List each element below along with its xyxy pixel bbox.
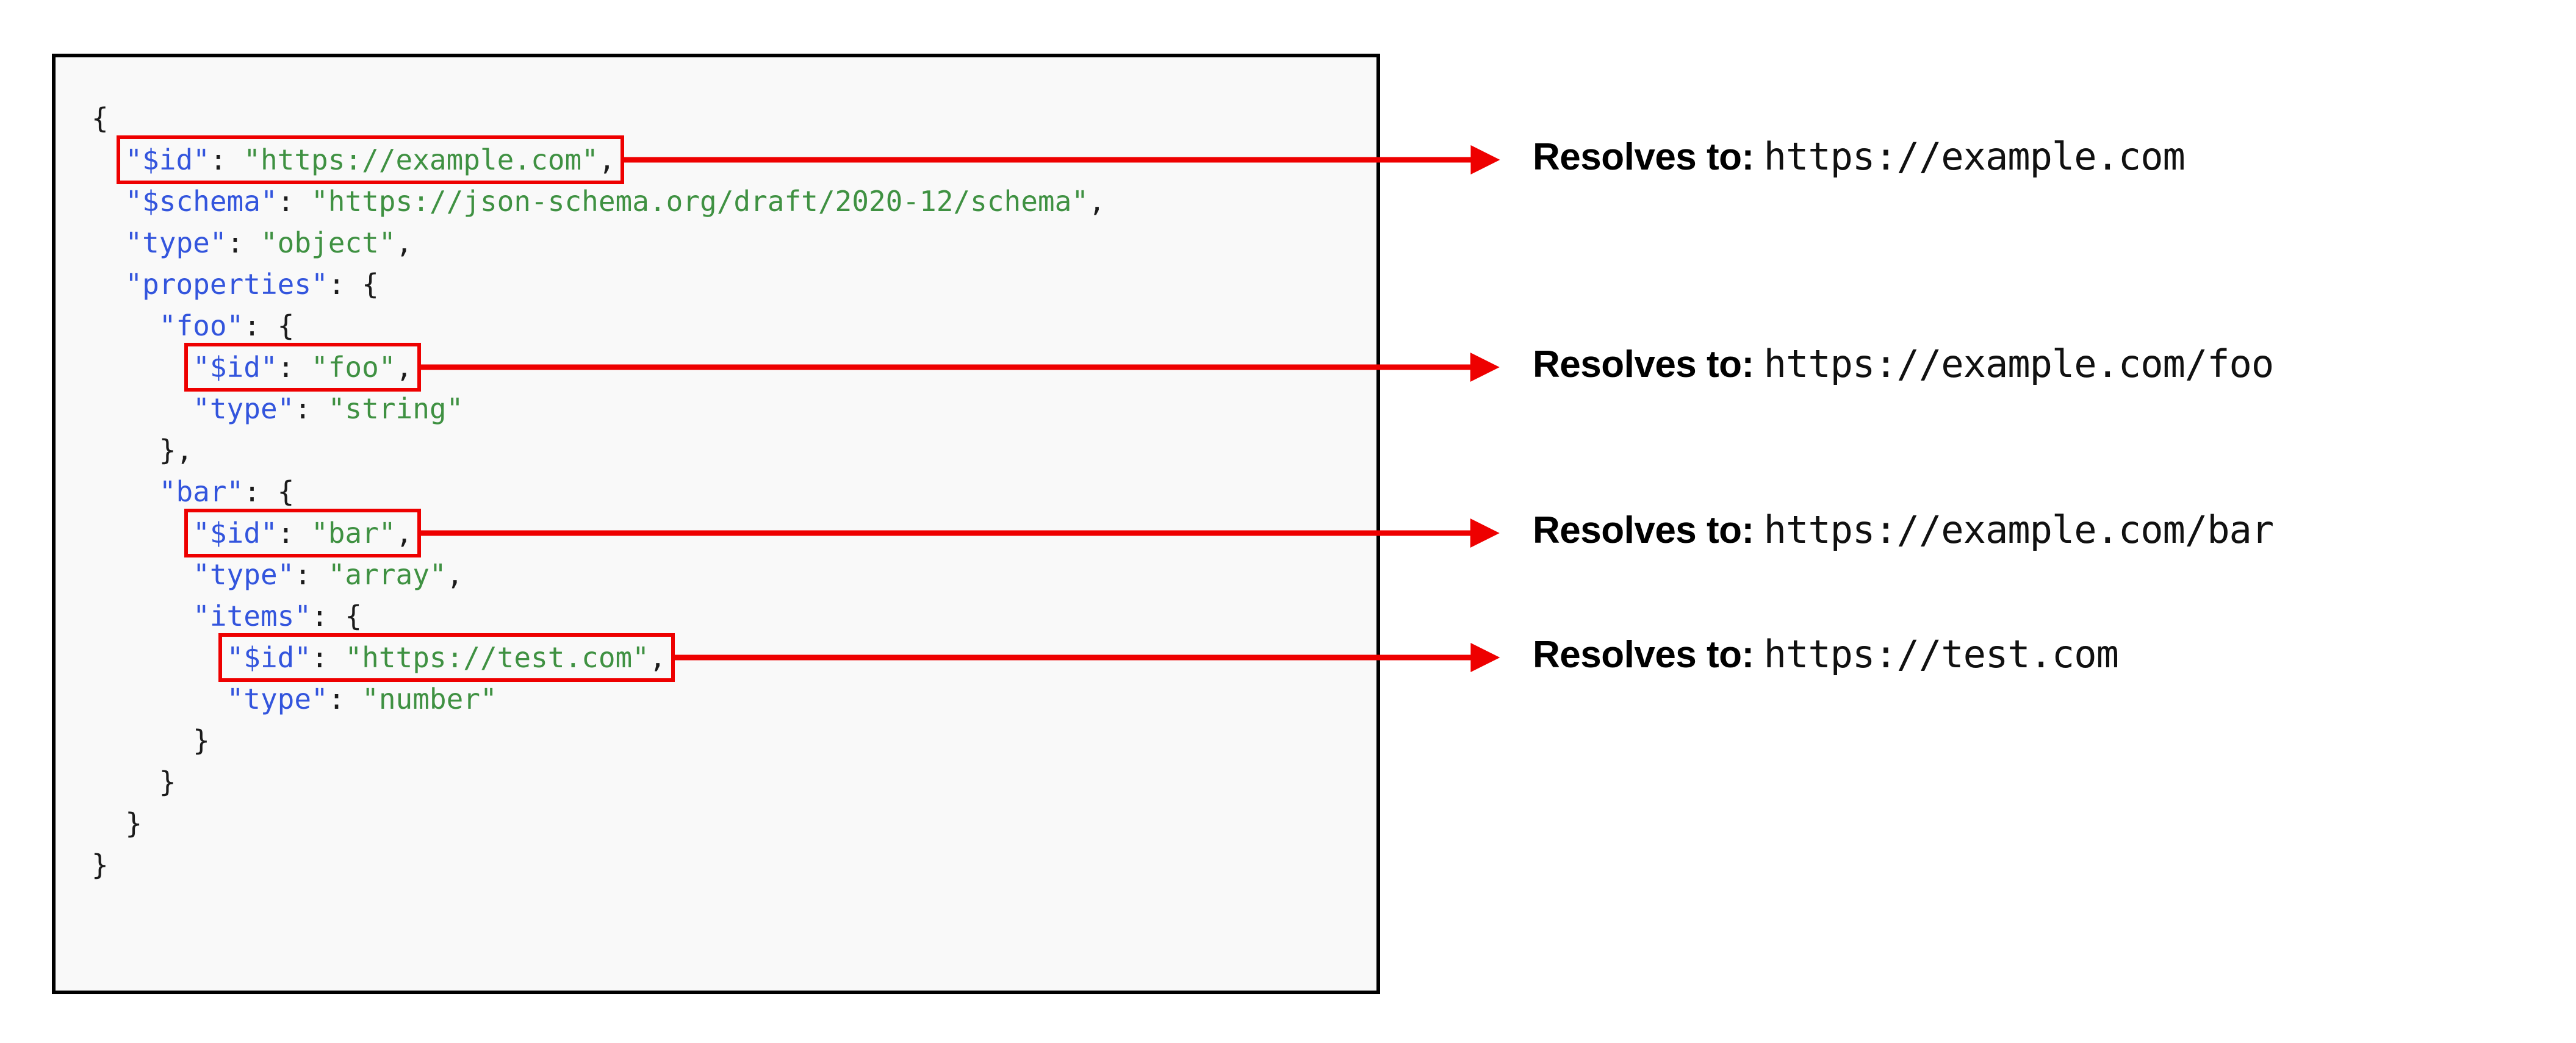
- code-token-punctuation: ,: [598, 143, 616, 176]
- code-token-punctuation: }: [193, 724, 210, 757]
- code-line: "$id": "https://example.com",: [92, 139, 1106, 181]
- code-token-punctuation: ,: [649, 641, 666, 674]
- code-token-string: "object": [260, 226, 396, 259]
- code-token-punctuation: :: [294, 558, 328, 591]
- resolves-to-label: Resolves to:: [1533, 509, 1754, 551]
- code-token-key: "$id": [193, 351, 278, 384]
- code-token-punctuation: }: [159, 765, 176, 798]
- code-line: "foo": {: [92, 305, 1106, 346]
- code-token-key: "bar": [159, 475, 244, 508]
- code-token-punctuation: :: [277, 185, 312, 218]
- code-token-punctuation: : {: [328, 268, 379, 301]
- code-token-string: "https://json-schema.org/draft/2020-12/s…: [311, 185, 1088, 218]
- code-token-key: "type": [193, 392, 295, 425]
- code-line: "$schema": "https://json-schema.org/draf…: [92, 181, 1106, 222]
- code-token-key: "$id": [193, 517, 278, 550]
- code-token-key: "foo": [159, 309, 244, 342]
- resolved-uri-value: https://example.com: [1763, 134, 2186, 179]
- code-token-string: "foo": [311, 351, 396, 384]
- code-line: "$id": "bar",: [92, 512, 1106, 554]
- code-token-punctuation: :: [311, 641, 345, 674]
- code-token-punctuation: :: [277, 517, 312, 550]
- code-token-string: "bar": [311, 517, 396, 550]
- code-token-string: "string": [328, 392, 464, 425]
- resolution-annotation: Resolves to:https://example.com: [1533, 134, 2186, 179]
- resolves-to-label: Resolves to:: [1533, 136, 1754, 178]
- code-token-punctuation: }: [125, 807, 143, 840]
- code-line: }: [92, 720, 1106, 761]
- code-token-punctuation: : {: [311, 600, 362, 633]
- code-line: "bar": {: [92, 471, 1106, 512]
- code-line: "type": "array",: [92, 554, 1106, 595]
- code-line: "properties": {: [92, 263, 1106, 305]
- code-token-punctuation: {: [92, 102, 109, 135]
- code-token-punctuation: },: [159, 434, 193, 467]
- code-token-punctuation: : {: [243, 475, 295, 508]
- code-token-punctuation: :: [209, 143, 244, 176]
- resolution-annotation: Resolves to:https://example.com/foo: [1533, 342, 2275, 386]
- code-token-punctuation: ,: [446, 558, 464, 591]
- resolved-uri-value: https://example.com/bar: [1763, 507, 2275, 552]
- code-token-string: "https://example.com": [243, 143, 599, 176]
- code-token-punctuation: : {: [243, 309, 295, 342]
- resolved-uri-value: https://example.com/foo: [1763, 342, 2275, 386]
- code-token-key: "properties": [125, 268, 328, 301]
- code-line: "type": "string": [92, 388, 1106, 429]
- code-line: "items": {: [92, 595, 1106, 637]
- code-token-key: "items": [193, 600, 312, 633]
- code-line: }: [92, 761, 1106, 803]
- code-token-punctuation: :: [277, 351, 312, 384]
- code-token-punctuation: ,: [395, 226, 413, 259]
- code-line: "$id": "https://test.com",: [92, 637, 1106, 678]
- code-line: }: [92, 803, 1106, 844]
- json-code-panel: [52, 54, 1380, 994]
- code-token-string: "number": [362, 683, 497, 715]
- code-token-punctuation: ,: [1088, 185, 1106, 218]
- code-token-key: "type": [226, 683, 328, 715]
- code-token-key: "$id": [226, 641, 312, 674]
- code-line: "type": "object",: [92, 222, 1106, 263]
- code-line: "type": "number": [92, 678, 1106, 720]
- code-token-key: "type": [193, 558, 295, 591]
- resolution-annotation: Resolves to:https://example.com/bar: [1533, 507, 2275, 552]
- code-line: "$id": "foo",: [92, 346, 1106, 388]
- code-line: }: [92, 844, 1106, 886]
- resolves-to-label: Resolves to:: [1533, 634, 1754, 676]
- code-line: },: [92, 429, 1106, 471]
- code-token-key: "$schema": [125, 185, 278, 218]
- code-token-punctuation: ,: [395, 517, 413, 550]
- resolves-to-label: Resolves to:: [1533, 343, 1754, 385]
- code-token-punctuation: ,: [395, 351, 413, 384]
- code-token-punctuation: }: [92, 848, 109, 881]
- code-token-key: "type": [125, 226, 227, 259]
- code-token-punctuation: :: [226, 226, 261, 259]
- resolution-annotation: Resolves to:https://test.com: [1533, 632, 2119, 676]
- resolved-uri-value: https://test.com: [1763, 632, 2119, 676]
- code-token-key: "$id": [125, 143, 210, 176]
- code-token-punctuation: :: [328, 683, 362, 715]
- code-token-string: "array": [328, 558, 447, 591]
- json-code-listing: { "$id": "https://example.com", "$schema…: [92, 98, 1106, 886]
- code-line: {: [92, 98, 1106, 139]
- code-token-punctuation: :: [294, 392, 328, 425]
- code-token-string: "https://test.com": [345, 641, 649, 674]
